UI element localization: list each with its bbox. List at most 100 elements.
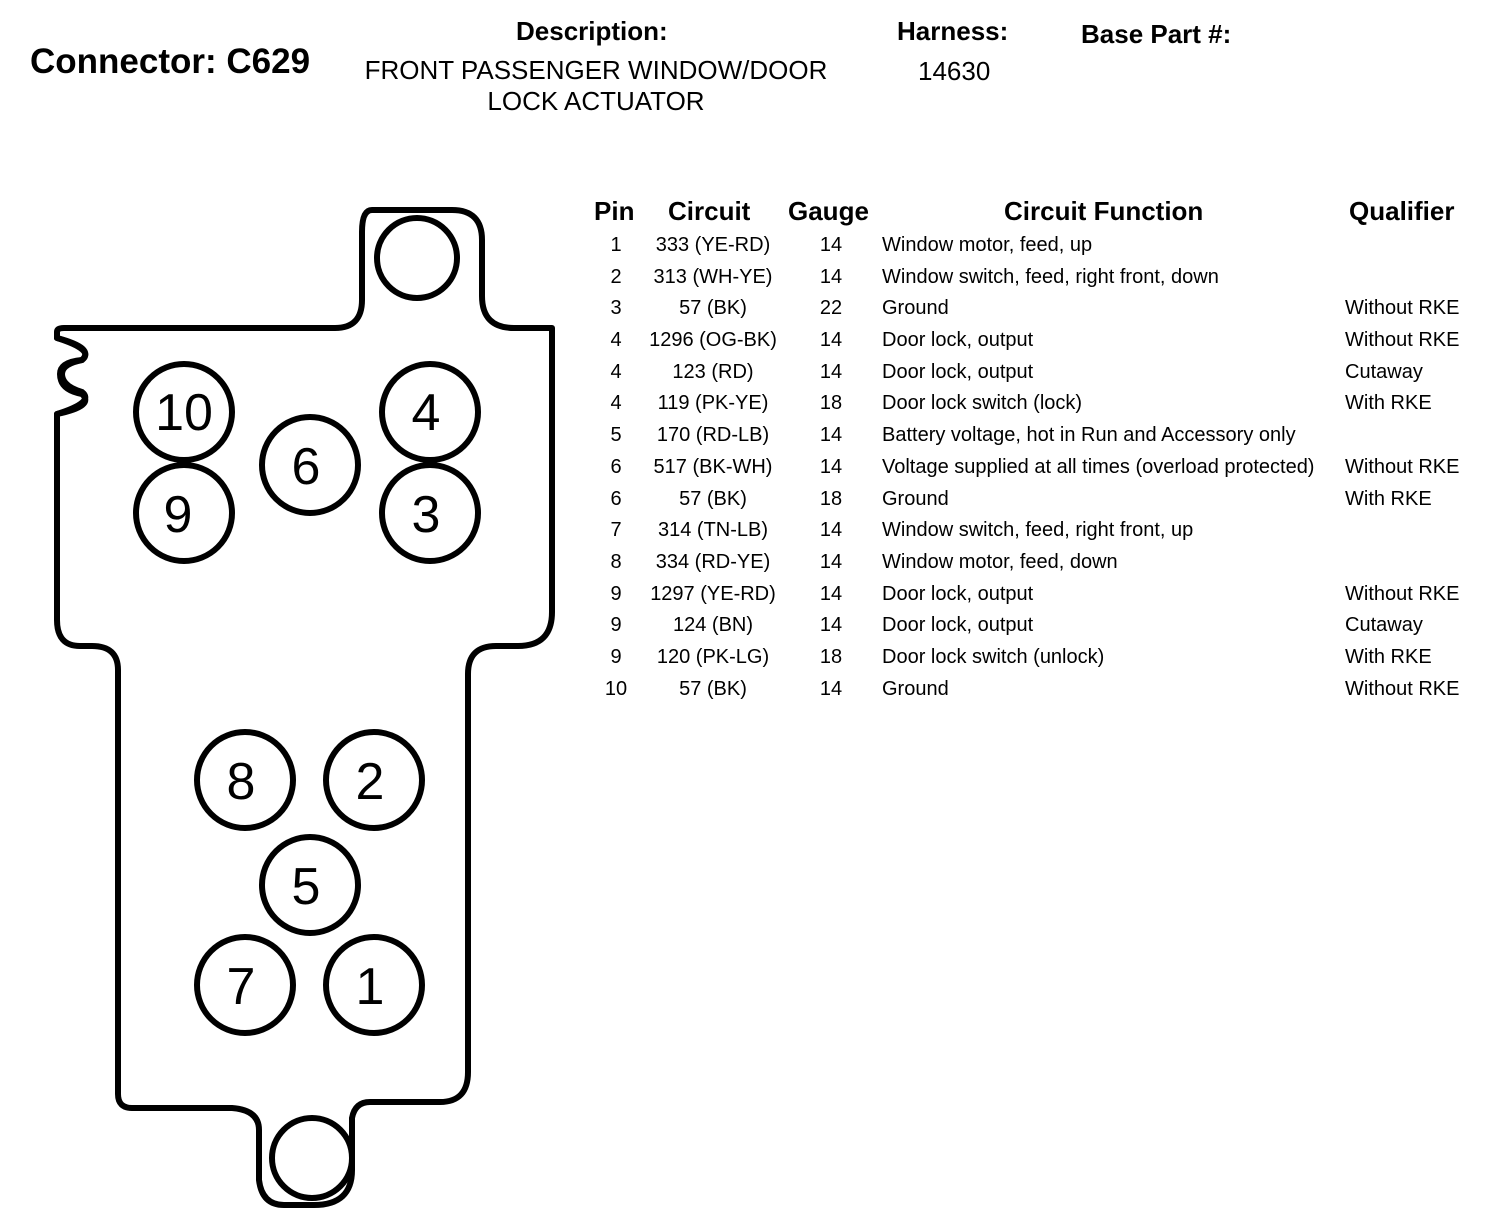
cell-gauge: 18: [819, 487, 843, 510]
cell-circuit: 123 (RD): [672, 360, 754, 383]
cell-function: Ground: [882, 677, 949, 700]
base-part-heading: Base Part #:: [1081, 19, 1232, 49]
cell-qualifier: With RKE: [1345, 392, 1432, 415]
table-row: 4 119 (PK-YE) 18 Door lock switch (lock) Wit…: [0, 390, 1504, 422]
table-row: 9 120 (PK-LG) 18 Door lock switch (unlock) W…: [0, 644, 1504, 676]
pin-cavity: 3: [379, 462, 481, 564]
cell-circuit: 119 (PK-YE): [657, 392, 769, 415]
cell-function: Door lock, output: [882, 614, 1034, 637]
cell-pin: 7: [610, 519, 622, 542]
description-line-1: FRONT PASSENGER WINDOW/DOOR: [364, 55, 828, 85]
cell-circuit: 57 (BK): [679, 487, 747, 510]
cell-pin: 3: [610, 297, 622, 320]
cell-circuit: 517 (BK-WH): [653, 455, 773, 478]
cell-qualifier: With RKE: [1345, 487, 1432, 510]
cell-circuit: 120 (PK-LG): [656, 645, 770, 668]
pin-label: 1: [356, 958, 385, 1016]
cell-circuit: 170 (RD-LB): [656, 424, 770, 447]
cell-function: Ground: [882, 487, 949, 510]
cell-circuit: 314 (TN-LB): [657, 519, 769, 542]
cell-gauge: 14: [819, 582, 843, 605]
mounting-hole-top: [374, 215, 460, 301]
cell-pin: 5: [610, 424, 622, 447]
table-row: 6 57 (BK) 18 Ground With RKE: [0, 486, 1504, 518]
harness-value: 14630: [918, 56, 991, 86]
pin-label: 3: [412, 486, 441, 544]
cell-function: Window switch, feed, right front, down: [882, 265, 1219, 288]
table-row: 10 57 (BK) 14 Ground Without RKE: [0, 676, 1504, 708]
cell-pin: 9: [610, 614, 622, 637]
pin-cavity: 1: [323, 934, 425, 1036]
cell-pin: 10: [604, 677, 628, 700]
cell-gauge: 14: [819, 360, 843, 383]
pin-label: 4: [412, 384, 441, 442]
pin-label: 6: [292, 438, 321, 496]
pin-label: 2: [356, 753, 385, 811]
pin-cavity: 2: [323, 729, 425, 831]
table-row: 7 314 (TN-LB) 14 Window switch, feed, right…: [0, 517, 1504, 549]
cell-qualifier: Without RKE: [1345, 329, 1460, 352]
mounting-hole-bottom: [269, 1115, 355, 1201]
cell-gauge: 14: [819, 455, 843, 478]
pin-label: 8: [227, 753, 256, 811]
cell-gauge: 18: [819, 645, 843, 668]
cell-pin: 8: [610, 550, 622, 573]
cell-pin: 4: [610, 360, 622, 383]
cell-pin: 9: [610, 645, 622, 668]
pin-cavity: 5: [259, 834, 361, 936]
cell-gauge: 14: [819, 424, 843, 447]
cell-function: Window motor, feed, up: [882, 234, 1093, 256]
cell-qualifier: Without RKE: [1345, 677, 1460, 700]
cell-pin: 4: [610, 329, 622, 352]
pin-label: 9: [164, 486, 193, 544]
cell-function: Door lock switch (unlock): [882, 645, 1105, 668]
cell-pin: 6: [610, 455, 622, 478]
cell-function: Door lock, output: [882, 582, 1034, 605]
cell-qualifier: With RKE: [1345, 645, 1432, 668]
cell-pin: 6: [610, 487, 622, 510]
cell-pin: 4: [610, 392, 622, 415]
cell-gauge: 14: [819, 550, 843, 573]
connector-label: Connector: C629: [30, 42, 311, 81]
cell-pin: 9: [610, 582, 622, 605]
column-header-circuit-function: Circuit Function: [1004, 196, 1204, 226]
pin-cavity: 7: [194, 934, 296, 1036]
cell-function: Ground: [882, 297, 949, 320]
cell-circuit: 1297 (YE-RD): [650, 582, 776, 605]
cell-circuit: 57 (BK): [679, 297, 747, 320]
cell-gauge: 14: [819, 234, 843, 256]
cell-function: Door lock, output: [882, 329, 1034, 352]
cell-qualifier: Cutaway: [1345, 614, 1423, 637]
pin-label: 10: [155, 384, 213, 442]
cell-gauge: 18: [819, 392, 843, 415]
table-row: 4 123 (RD) 14 Door lock, output Cutaway: [0, 359, 1504, 391]
cell-function: Window switch, feed, right front, up: [882, 519, 1194, 542]
pin-label: 7: [227, 958, 256, 1016]
cell-function: Door lock, output: [882, 360, 1034, 383]
cell-pin: 2: [610, 265, 622, 288]
cell-qualifier: Cutaway: [1345, 360, 1423, 383]
connector-face-diagram: 10 6 4 9 3 8 2 5 7 1: [54, 207, 555, 1208]
cell-circuit: 313 (WH-YE): [653, 265, 773, 288]
pin-cavity: 10: [133, 361, 235, 463]
cell-circuit: 57 (BK): [679, 677, 747, 700]
cell-circuit: 333 (YE-RD): [655, 234, 771, 256]
cell-circuit: 124 (BN): [672, 614, 754, 637]
cell-function: Door lock switch (lock): [882, 392, 1083, 415]
cell-circuit: 1296 (OG-BK): [649, 329, 777, 352]
cell-gauge: 14: [819, 329, 843, 352]
cell-gauge: 14: [819, 677, 843, 700]
harness-heading: Harness:: [897, 16, 1009, 46]
cell-gauge: 14: [819, 519, 843, 542]
cell-gauge: 22: [819, 297, 843, 320]
column-header-pin: Pin: [594, 196, 635, 226]
table-row: 4 1296 (OG-BK) 14 Door lock, output Without …: [0, 327, 1504, 359]
